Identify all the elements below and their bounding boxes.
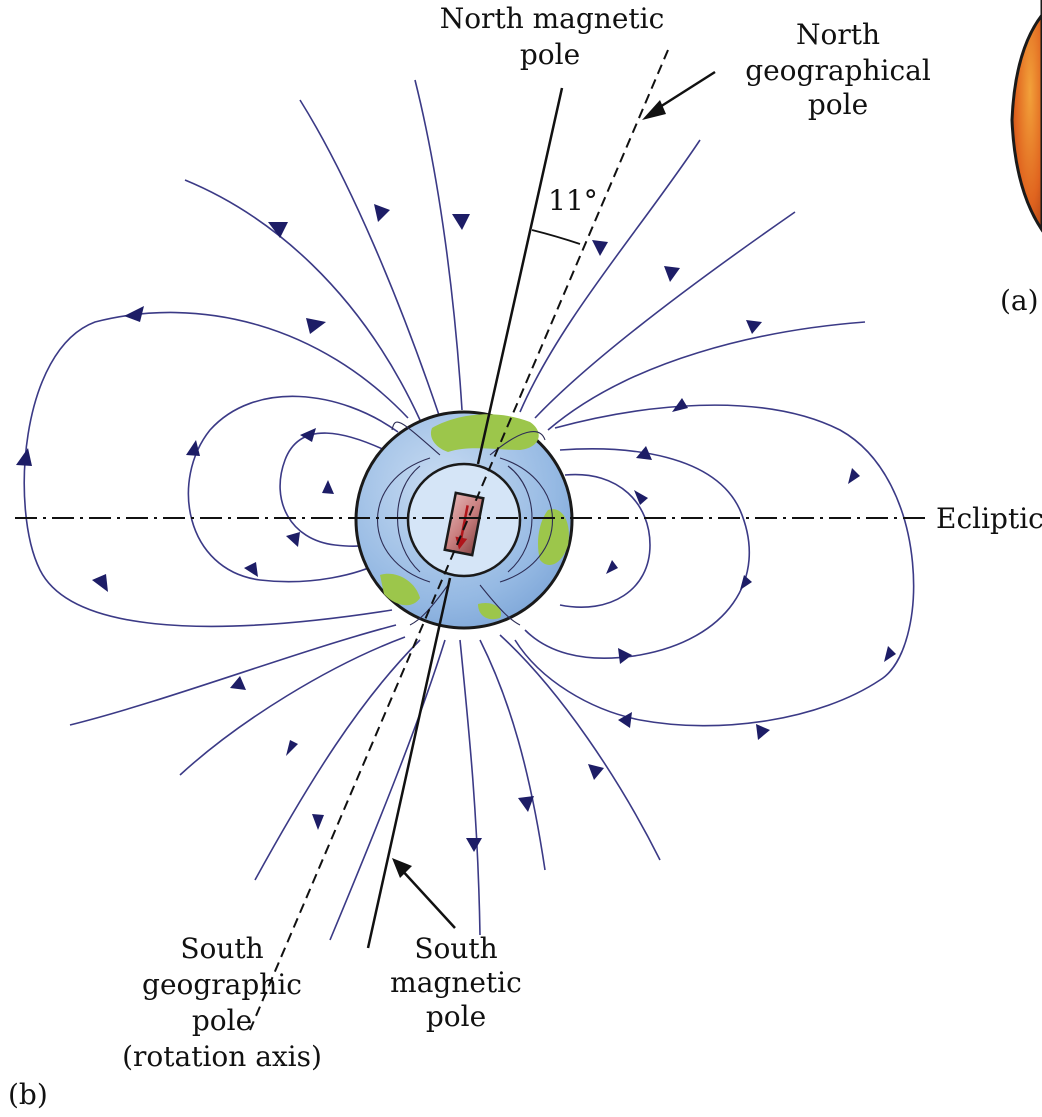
- continent-southwest: [380, 573, 420, 606]
- geographic-axis: [249, 49, 669, 1031]
- label-south-magnetic-line3: pole: [426, 1000, 486, 1033]
- label-ecliptic: Ecliptic: [936, 502, 1042, 535]
- label-north-geo-line2: geographical: [745, 54, 931, 87]
- continent-southeast: [478, 602, 502, 620]
- label-north-magnetic-line2: pole: [520, 38, 580, 71]
- continent-east: [537, 509, 569, 565]
- label-south-geo-line3: pole: [192, 1004, 252, 1037]
- magnetic-axis-bottom: [366, 577, 452, 949]
- field-arrowheads: [16, 204, 896, 852]
- label-panel-b: (b): [8, 1078, 48, 1111]
- axes: [15, 49, 925, 1031]
- magnetic-axis-top: [476, 87, 564, 465]
- sun-partial-panel-a: [1010, 0, 1042, 233]
- label-south-magnetic-line2: magnetic: [390, 966, 522, 999]
- pointer-arrows: [392, 70, 716, 929]
- label-south-magnetic-line1: South: [414, 932, 497, 965]
- label-north-magnetic-line1: North magnetic: [440, 2, 665, 35]
- labels: North magnetic pole North geographical p…: [8, 2, 1042, 1111]
- label-panel-a: (a): [1000, 284, 1039, 317]
- label-south-geo-line2: geographic: [142, 968, 302, 1001]
- label-angle: 11°: [548, 184, 598, 217]
- label-south-geo-line1: South: [180, 932, 263, 965]
- label-south-geo-line4: (rotation axis): [122, 1040, 322, 1073]
- earth: [354, 410, 574, 630]
- angle-arc: [531, 229, 581, 245]
- label-north-geo-line3: pole: [808, 88, 868, 121]
- label-north-geo-line1: North: [796, 18, 880, 51]
